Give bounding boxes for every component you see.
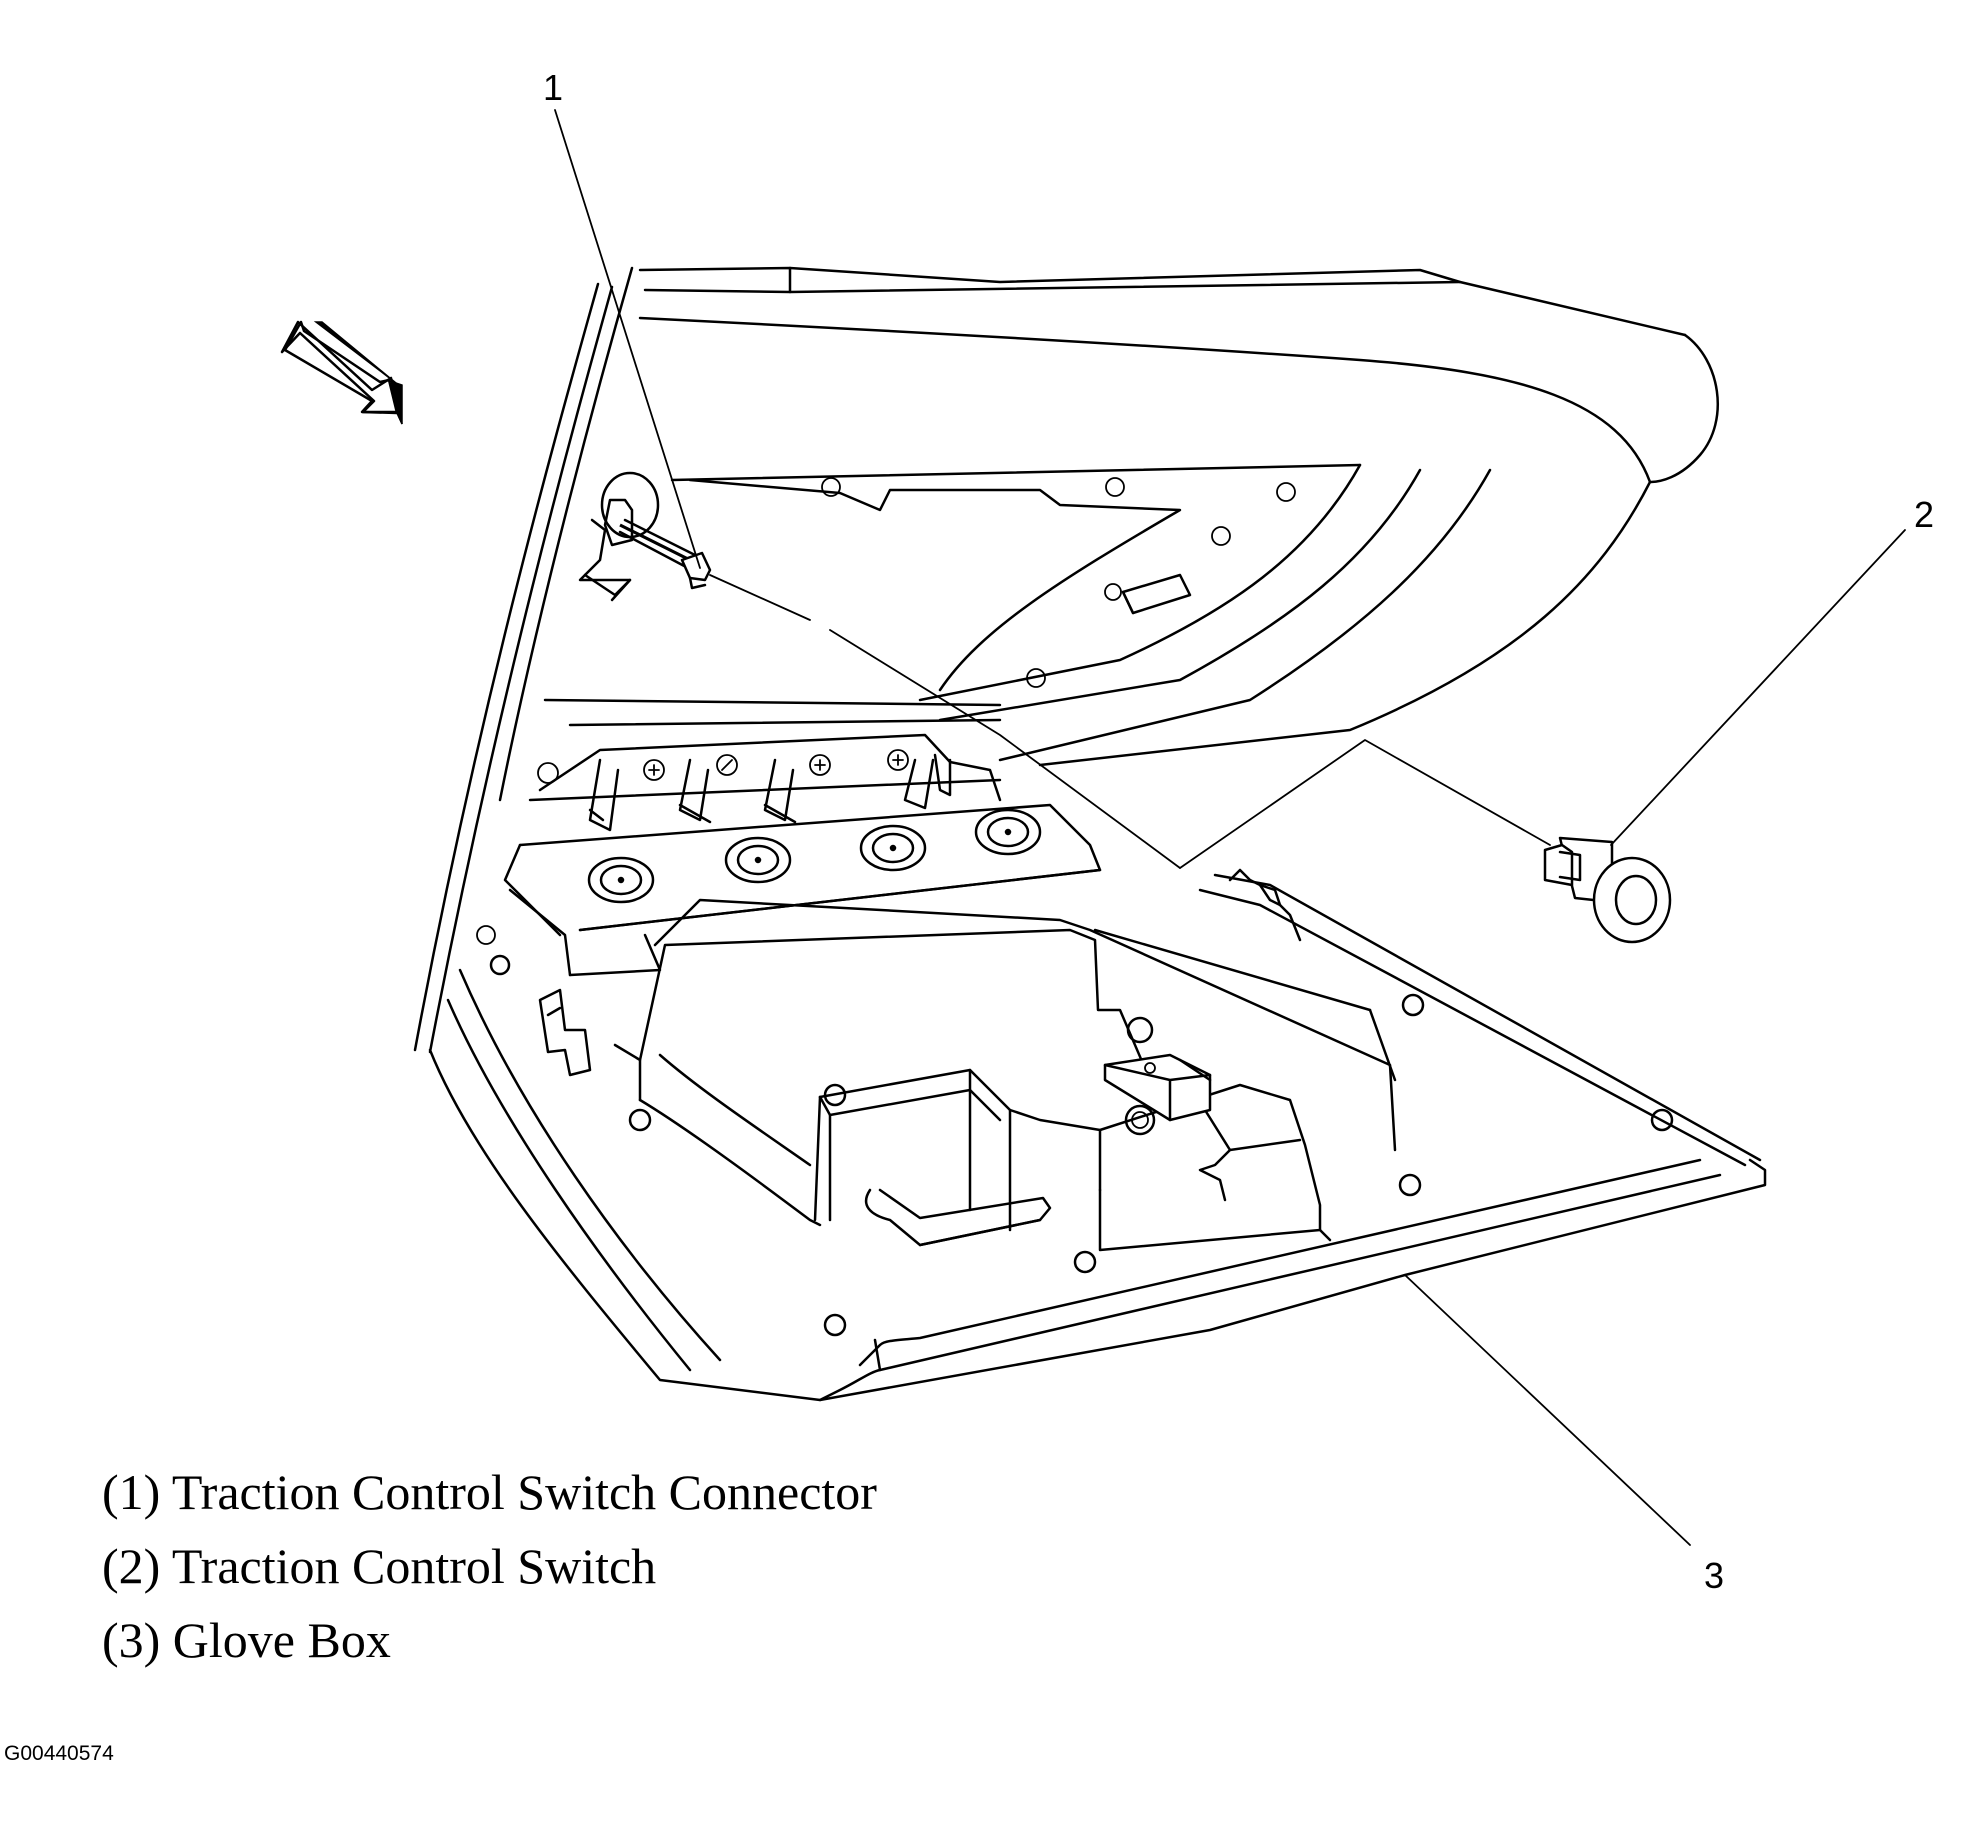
bumper-knob xyxy=(974,808,1042,856)
forward-arrow-icon xyxy=(280,320,403,425)
callout-3: 3 xyxy=(1704,1555,1724,1596)
bumper-knob xyxy=(724,836,792,884)
legend: (1) Traction Control Switch Connector (2… xyxy=(102,1455,877,1677)
traction-control-switch xyxy=(1543,836,1672,944)
callout-1: 1 xyxy=(543,67,563,108)
bumper-knob xyxy=(859,824,927,872)
callout-2: 2 xyxy=(1914,494,1934,535)
legend-item-connector: (1) Traction Control Switch Connector xyxy=(102,1464,877,1520)
glove-box xyxy=(428,698,1767,1402)
connector-housing xyxy=(578,471,712,602)
leader-lines xyxy=(554,109,1906,1546)
instrument-panel xyxy=(413,266,1719,1054)
figure-id: G00440574 xyxy=(4,1742,114,1765)
legend-item-switch: (2) Traction Control Switch xyxy=(102,1538,657,1594)
bumper-knob xyxy=(587,856,655,904)
legend-item-glove-box: (3) Glove Box xyxy=(102,1612,391,1668)
